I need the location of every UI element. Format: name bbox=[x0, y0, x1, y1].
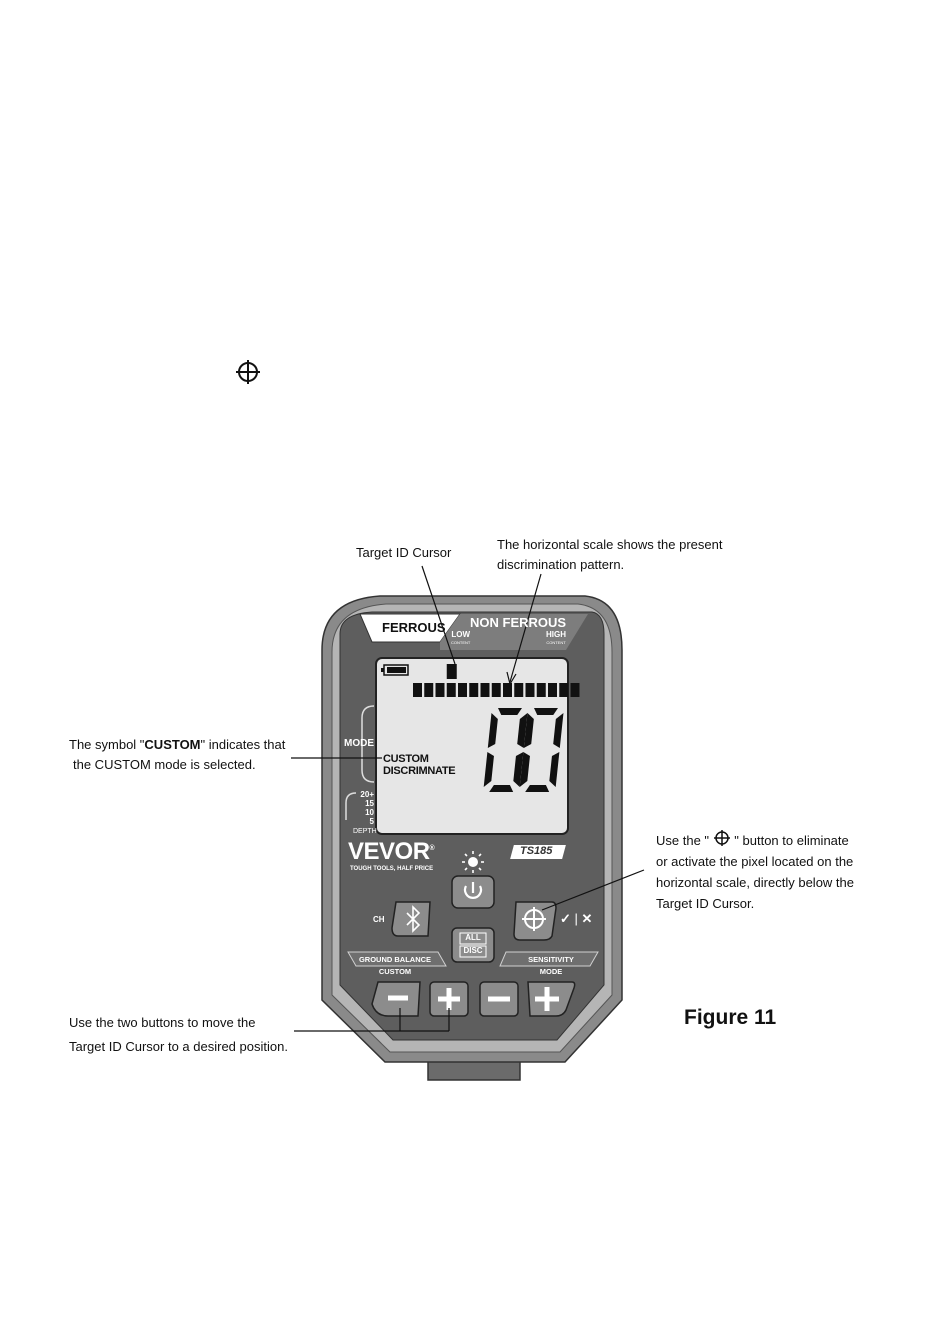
sensitivity-sub: MODE bbox=[539, 967, 563, 976]
pinpoint-note-line1: Use the " " button to eliminate bbox=[656, 829, 854, 851]
scale-segment bbox=[469, 683, 479, 697]
lcd-discriminate-label: DISCRIMNATE bbox=[383, 765, 456, 777]
ground-balance-label: GROUND BALANCE CUSTOM bbox=[350, 954, 440, 978]
move-note: Use the two buttons to move the Target I… bbox=[69, 1011, 288, 1059]
sensitivity-plus-button[interactable] bbox=[528, 982, 576, 1016]
figure-title: Figure 11 bbox=[684, 1006, 777, 1029]
mode-label: MODE bbox=[344, 738, 374, 749]
move-note-line2: Target ID Cursor to a desired position. bbox=[69, 1039, 288, 1054]
scale-segment bbox=[413, 683, 422, 697]
custom-note-prefix: The symbol " bbox=[69, 737, 145, 752]
scale-segment bbox=[435, 683, 445, 697]
target-id-cursor-label: Target ID Cursor bbox=[356, 545, 452, 560]
scale-segment bbox=[559, 683, 569, 697]
backlight-icon bbox=[462, 851, 484, 873]
move-note-line1: Use the two buttons to move the bbox=[69, 1015, 256, 1030]
scale-segment bbox=[525, 683, 535, 697]
ferrous-label: FERROUS bbox=[382, 620, 446, 635]
brand-logo: VEVOR® bbox=[348, 838, 435, 866]
pinpoint-note-line4: Target ID Cursor. bbox=[656, 896, 755, 911]
scale-segment bbox=[548, 683, 557, 697]
scale-segment bbox=[536, 683, 546, 697]
check-icon: ✓ bbox=[560, 911, 571, 926]
scale-segment bbox=[458, 683, 467, 697]
scale-note: The horizontal scale shows the present d… bbox=[497, 535, 722, 575]
bluetooth-button[interactable] bbox=[392, 902, 432, 936]
custom-note-suffix: " indicates that bbox=[200, 737, 286, 752]
pinpoint-note-suffix: " button to eliminate bbox=[734, 833, 849, 848]
scale-segment bbox=[480, 683, 490, 697]
sensitivity-title: SENSITIVITY bbox=[528, 955, 574, 964]
ground-balance-minus-button[interactable] bbox=[372, 982, 420, 1016]
target-id-digits bbox=[483, 708, 564, 792]
cross-icon: ✕ bbox=[581, 911, 593, 926]
custom-note-symbol: CUSTOM bbox=[144, 737, 201, 752]
depth-value-10: 10 bbox=[365, 808, 374, 817]
custom-note-line1: The symbol "CUSTOM" indicates that bbox=[69, 735, 285, 755]
depth-label: DEPTH bbox=[353, 828, 377, 835]
brand-registered-mark: ® bbox=[429, 845, 435, 852]
accept-reject-labels: ✓ | ✕ bbox=[560, 911, 592, 927]
high-sub-label: CONTENT bbox=[546, 640, 566, 645]
discrimination-scale bbox=[413, 664, 580, 697]
all-disc-button[interactable]: ALL DISC bbox=[452, 928, 494, 962]
lcd-custom-label: CUSTOM bbox=[383, 753, 429, 765]
custom-note-line2: the CUSTOM mode is selected. bbox=[73, 757, 256, 772]
brand-tagline: TOUGH TOOLS, HALF PRICE bbox=[350, 866, 434, 872]
target-id-cursor bbox=[446, 664, 457, 679]
scale-segment bbox=[446, 683, 456, 697]
brand-name: VEVOR bbox=[348, 838, 430, 865]
high-content-label: HIGH CONTENT bbox=[546, 631, 566, 647]
model-label: TS185 bbox=[520, 845, 553, 857]
pinpoint-button[interactable] bbox=[514, 902, 556, 940]
depth-scale: 20+ 15 10 5 bbox=[352, 790, 374, 826]
separator: | bbox=[574, 911, 578, 926]
low-label: LOW bbox=[451, 630, 470, 639]
pinpoint-note-line2: or activate the pixel located on the bbox=[656, 854, 854, 869]
pinpoint-note: Use the " " button to eliminate or activ… bbox=[656, 829, 854, 914]
disc-label: DISC bbox=[463, 946, 483, 955]
pinpoint-inline-icon bbox=[713, 830, 730, 846]
depth-value-5: 5 bbox=[369, 817, 374, 826]
pinpoint-note-prefix: Use the " bbox=[656, 833, 710, 848]
pinpoint-symbol-icon bbox=[236, 360, 260, 384]
depth-value-20: 20+ bbox=[360, 790, 374, 799]
scale-segment bbox=[503, 683, 512, 697]
low-content-label: LOW CONTENT bbox=[451, 631, 470, 647]
pinpoint-note-line3: horizontal scale, directly below the bbox=[656, 875, 854, 890]
high-label: HIGH bbox=[546, 630, 566, 639]
scale-note-line1: The horizontal scale shows the present bbox=[497, 537, 723, 552]
custom-note: The symbol "CUSTOM" indicates that the C… bbox=[69, 735, 285, 775]
sensitivity-label: SENSITIVITY MODE bbox=[506, 954, 596, 978]
non-ferrous-label: NON FERROUS bbox=[470, 615, 567, 630]
scale-segment bbox=[514, 683, 524, 697]
ch-label: CH bbox=[373, 915, 385, 924]
sensitivity-minus-button[interactable] bbox=[480, 982, 518, 1016]
all-label: ALL bbox=[465, 933, 481, 942]
low-sub-label: CONTENT bbox=[451, 640, 471, 645]
ground-balance-sub: CUSTOM bbox=[378, 967, 412, 976]
scale-segment bbox=[570, 683, 580, 697]
scale-segment bbox=[424, 683, 434, 697]
scale-note-line2: discrimination pattern. bbox=[497, 557, 625, 572]
depth-value-15: 15 bbox=[365, 799, 374, 808]
ground-balance-plus-button[interactable] bbox=[430, 982, 468, 1016]
power-button[interactable] bbox=[452, 876, 494, 908]
scale-segment bbox=[491, 683, 501, 697]
ground-balance-title: GROUND BALANCE bbox=[358, 955, 432, 964]
